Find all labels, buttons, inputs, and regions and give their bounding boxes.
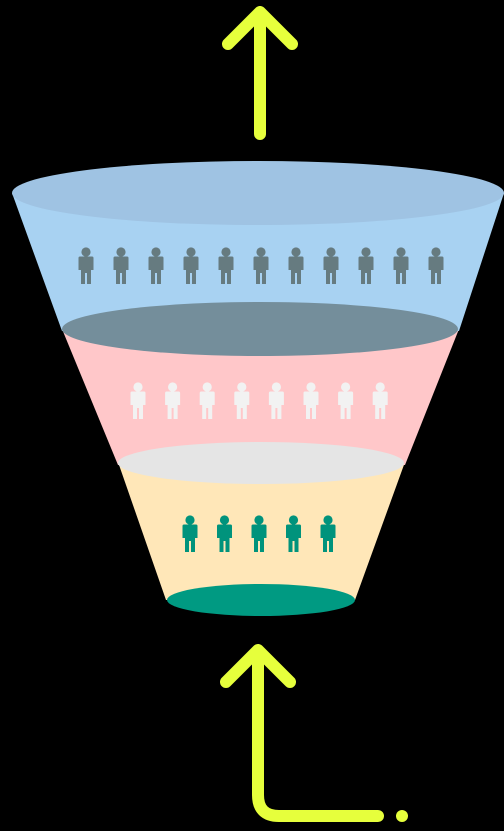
funnel-base [167,584,355,616]
top-rim [12,161,504,225]
dot-icon [396,810,408,822]
arrow-up-icon [222,6,298,140]
funnel [12,161,504,616]
return-arrow-icon [220,644,384,822]
top-tier-floor [62,302,458,356]
middle-tier [62,329,459,465]
middle-tier-floor [118,442,404,484]
